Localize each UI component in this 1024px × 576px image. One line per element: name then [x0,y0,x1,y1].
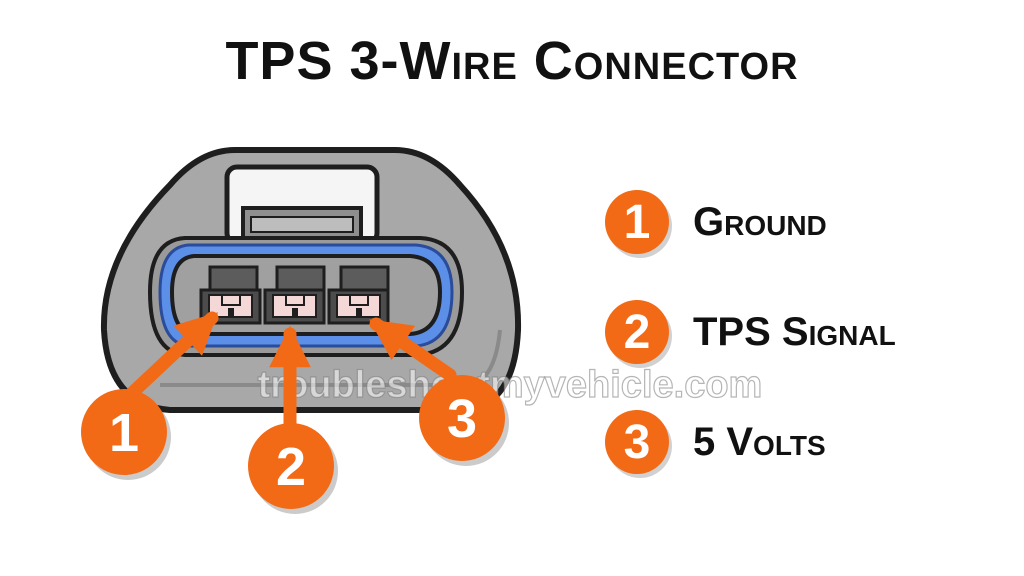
callout-number-2: 2 [276,437,306,497]
callout-number-3: 3 [447,389,477,449]
callout-arrow-3 [369,317,457,382]
legend-item-tps-signal: 2 TPS Signal [605,300,896,364]
locking-tab [224,164,380,246]
page-title: TPS 3-Wire Connector [225,31,799,91]
terminal-cavity-1 [199,265,262,325]
legend-label-3: 5 Volts [693,419,826,464]
callout-3: 3 [419,375,509,466]
legend-number-3: 3 [605,410,669,474]
legend-label-2: TPS Signal [693,309,896,354]
callout-1: 1 [81,389,171,480]
terminal-cavity-2 [263,265,326,325]
legend-number-1: 1 [605,190,669,254]
legend-item-ground: 1 Ground [605,190,827,254]
legend-number-2: 2 [605,300,669,364]
terminal-cavity-3 [327,265,390,325]
callout-arrow-1 [123,311,219,402]
callout-number-1: 1 [109,403,139,463]
legend-item-5-volts: 3 5 Volts [605,410,826,474]
callout-2: 2 [248,423,338,514]
legend-label-1: Ground [693,199,827,244]
watermark-text: troubleshootmyvehicle.com [258,364,763,406]
